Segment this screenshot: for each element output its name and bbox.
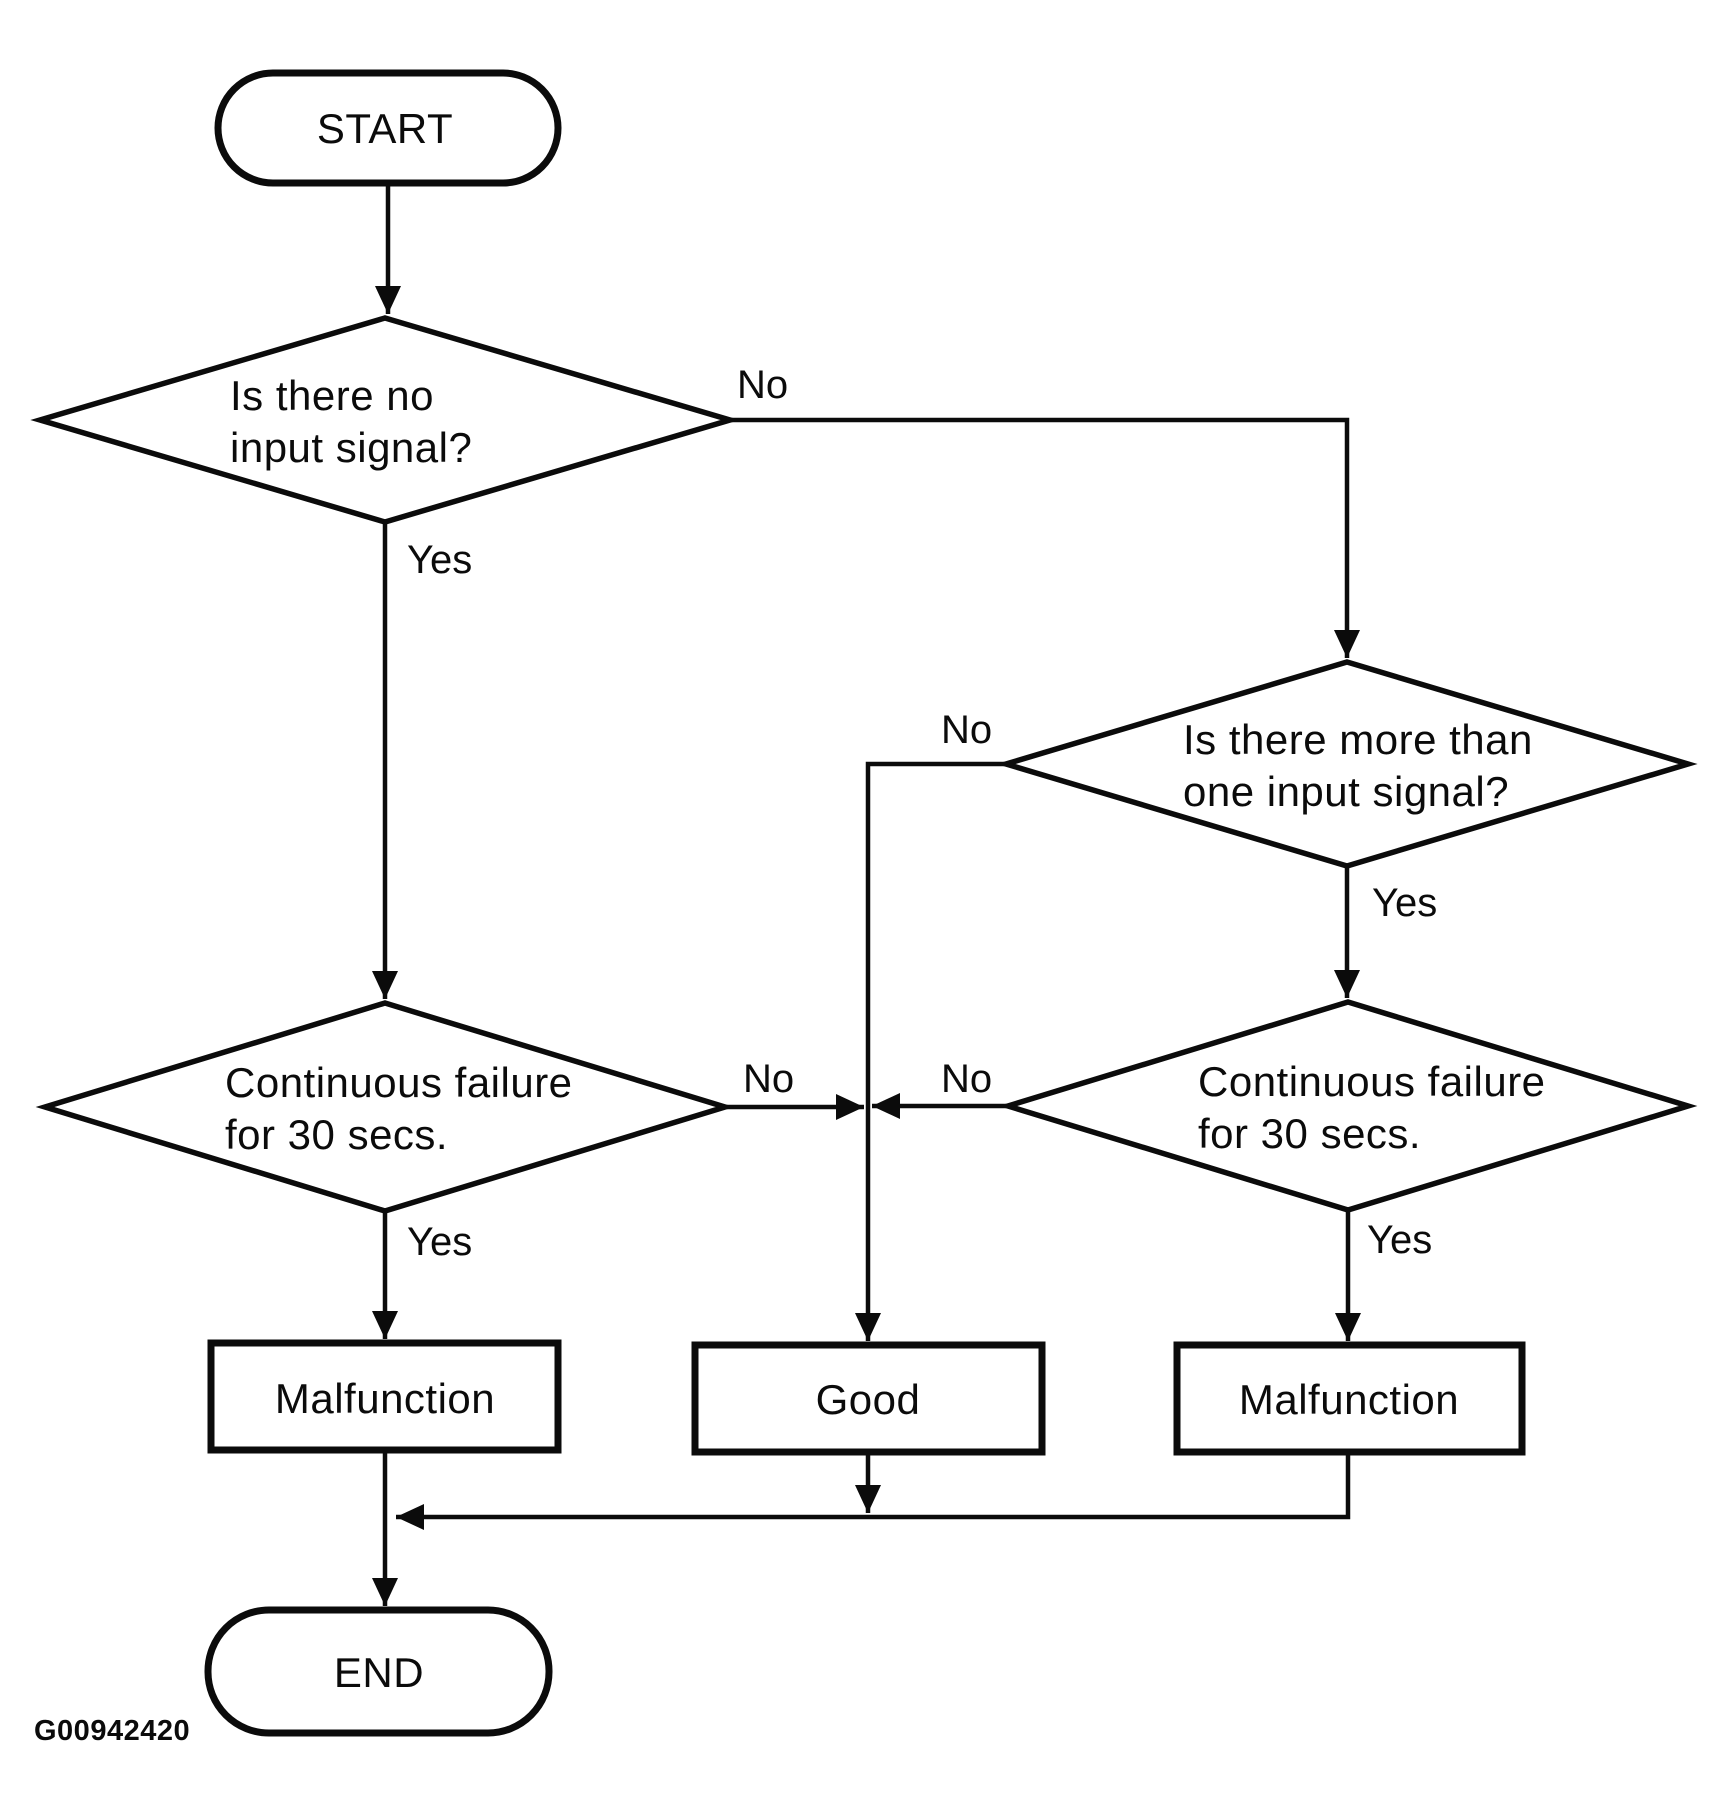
decision-continuous-failure-left-line1: Continuous failure — [225, 1059, 573, 1106]
malfunction-left-label: Malfunction — [275, 1375, 495, 1422]
end-terminator — [204, 1606, 553, 1737]
good-box — [691, 1341, 1046, 1456]
end-label: END — [334, 1649, 424, 1696]
decision-continuous-failure-right-line2: for 30 secs. — [1198, 1110, 1421, 1157]
label-d2-no: No — [941, 708, 992, 752]
malfunction-right-label: Malfunction — [1239, 1376, 1459, 1423]
malfunction-right-box — [1173, 1341, 1526, 1456]
start-terminator — [214, 69, 562, 187]
decision-more-than-one-line2: one input signal? — [1183, 768, 1509, 815]
malfunction-left-box — [207, 1339, 562, 1454]
label-d2-yes: Yes — [1372, 881, 1437, 925]
label-d4-no: No — [941, 1057, 992, 1101]
decision-more-than-one-line1: Is there more than — [1183, 716, 1533, 763]
decision-no-input-signal — [30, 315, 740, 525]
decision-continuous-failure-left-line2: for 30 secs. — [225, 1111, 448, 1158]
label-d3-yes: Yes — [407, 1220, 472, 1264]
decision-continuous-failure-left — [35, 1000, 735, 1214]
good-label: Good — [816, 1376, 921, 1423]
decision-continuous-failure-right — [998, 999, 1698, 1213]
label-d4-yes: Yes — [1367, 1218, 1432, 1262]
edge-malfunction-right-to-merge — [396, 1452, 1351, 1530]
decision-no-input-signal-line1: Is there no — [230, 372, 434, 419]
edge-d2-no-to-good — [855, 761, 1006, 1341]
decision-continuous-failure-right-line1: Continuous failure — [1198, 1058, 1546, 1105]
label-d1-no: No — [737, 363, 788, 407]
figure-id-caption: G00942420 — [34, 1715, 190, 1747]
edge-d1-no-to-d2 — [730, 417, 1360, 658]
label-d3-no: No — [743, 1057, 794, 1101]
decision-no-input-signal-line2: input signal? — [230, 424, 472, 471]
decision-more-than-one-input-signal — [996, 659, 1698, 869]
start-label: START — [317, 105, 453, 152]
label-d1-yes: Yes — [407, 538, 472, 582]
